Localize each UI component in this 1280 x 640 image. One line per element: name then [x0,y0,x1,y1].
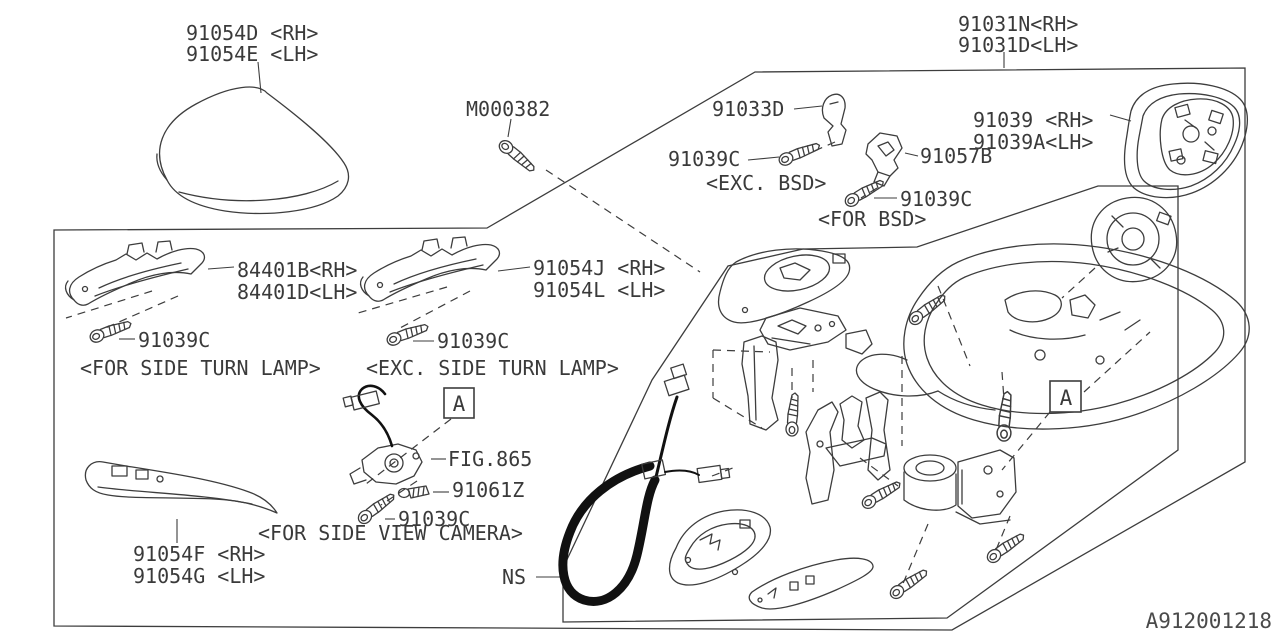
label-ns: NS [502,565,526,589]
mirror-housing-drawing [855,243,1250,430]
detail-a-letter-right: A [1060,386,1073,410]
cover-piece-drawing [668,509,772,586]
base-bracket-drawing [741,307,873,431]
caption-exc-bsd: <EXC. BSD> [706,171,826,195]
leader-lines [119,52,1132,578]
label-lamp-bracket-rh: 84401B<RH> [237,258,357,282]
caption-for-side-view-camera: <FOR SIDE VIEW CAMERA> [258,521,523,545]
diagram-code: A912001218 [1146,609,1272,633]
label-cover-low-rh: 91054F <RH> [133,542,265,566]
detail-a-letter-left: A [453,392,466,416]
label-cover-mid-rh: 91054J <RH> [533,256,665,280]
mirror-glass-drawing [1123,82,1249,199]
caption-exc-side-turn-lamp: <EXC. SIDE TURN LAMP> [366,356,619,380]
label-screw-exc-turn-lamp: 91039C [437,329,509,353]
glass-actuator-drawing [1090,196,1178,283]
label-screw-exc-bsd: 91039C [668,147,740,171]
turn-lamp-bracket-drawing [64,240,206,306]
label-assy-rh: 91031N<RH> [958,12,1078,36]
caption-for-side-turn-lamp: <FOR SIDE TURN LAMP> [80,356,321,380]
fork-bracket-drawing [805,391,891,505]
dashed-assembly-lines [65,141,1151,587]
caption-for-bsd: <FOR BSD> [818,207,926,231]
label-cover-mid-lh: 91054L <LH> [533,278,665,302]
label-screw-for-bsd: 91039C [900,187,972,211]
pin-91033d-drawing [821,93,847,147]
label-screw-turn-lamp: 91039C [138,328,210,352]
lower-cover-strip-drawing [84,461,278,514]
label-glass-rh: 91039 <RH> [973,108,1093,132]
label-camera-bolt: 91061Z [452,478,524,502]
clamp-91057b-drawing [865,132,903,187]
label-cover-low-lh: 91054G <LH> [133,564,265,588]
label-bolt-m000382: M000382 [466,97,550,121]
label-clamp-91057b: 91057B [920,144,992,168]
gasket-plate-drawing [717,248,851,324]
detail-a-box-right: A [1049,380,1082,413]
camera-drawing [342,384,423,485]
lower-strip-piece-drawing [748,557,874,610]
part-number-labels: 91054D <RH> 91054E <LH> M000382 91031N<R… [80,12,1272,633]
camera-bolt-drawing [397,485,430,499]
label-assy-lh: 91031D<LH> [958,33,1078,57]
label-cover-top-rh: 91054D <RH> [186,21,318,45]
fold-actuator-drawing [903,449,1017,525]
outer-border [53,67,1246,631]
detail-a-box-left: A [443,387,475,419]
label-fig-865: FIG.865 [448,447,532,471]
wire-harness-drawing [558,363,731,606]
label-lamp-bracket-lh: 84401D<LH> [237,280,357,304]
label-pin-91033d: 91033D [712,97,784,121]
inner-border [562,185,1179,623]
label-cover-top-lh: 91054E <LH> [186,42,318,66]
mirror-cap-drawing [156,86,350,215]
label-glass-lh: 91039A<LH> [973,130,1093,154]
label-screw-camera: 91039C [398,507,470,531]
